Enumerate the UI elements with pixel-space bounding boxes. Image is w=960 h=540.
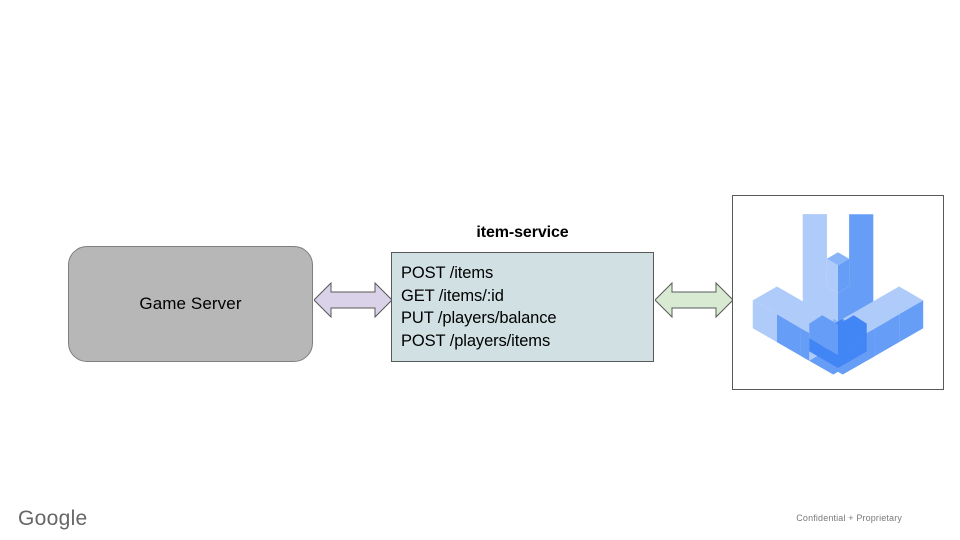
item-service-title: item-service bbox=[476, 224, 569, 241]
endpoint-item: POST /items bbox=[401, 264, 494, 282]
endpoint-list: POST /items GET /items/:id PUT /players/… bbox=[401, 262, 653, 352]
endpoint-item: PUT /players/balance bbox=[401, 309, 557, 327]
arrow-game-server-to-item-service bbox=[314, 281, 392, 319]
google-wordmark: Google bbox=[18, 507, 88, 530]
endpoint-item: POST /players/items bbox=[401, 331, 551, 350]
confidentiality-notice: Confidential + Proprietary bbox=[796, 513, 902, 523]
endpoint-item: GET /items/:id bbox=[401, 286, 504, 305]
arrow-item-service-to-spanner bbox=[655, 281, 733, 319]
cloud-spanner-icon bbox=[752, 213, 924, 375]
game-server-node[interactable]: Game Server bbox=[68, 246, 313, 362]
spanner-database-node[interactable] bbox=[732, 195, 944, 390]
game-server-label: Game Server bbox=[139, 294, 242, 313]
item-service-node[interactable]: POST /items GET /items/:id PUT /players/… bbox=[391, 252, 654, 362]
bidirectional-arrow-icon bbox=[655, 281, 733, 319]
bidirectional-arrow-icon bbox=[314, 281, 392, 319]
spanner-prongs bbox=[752, 213, 924, 375]
